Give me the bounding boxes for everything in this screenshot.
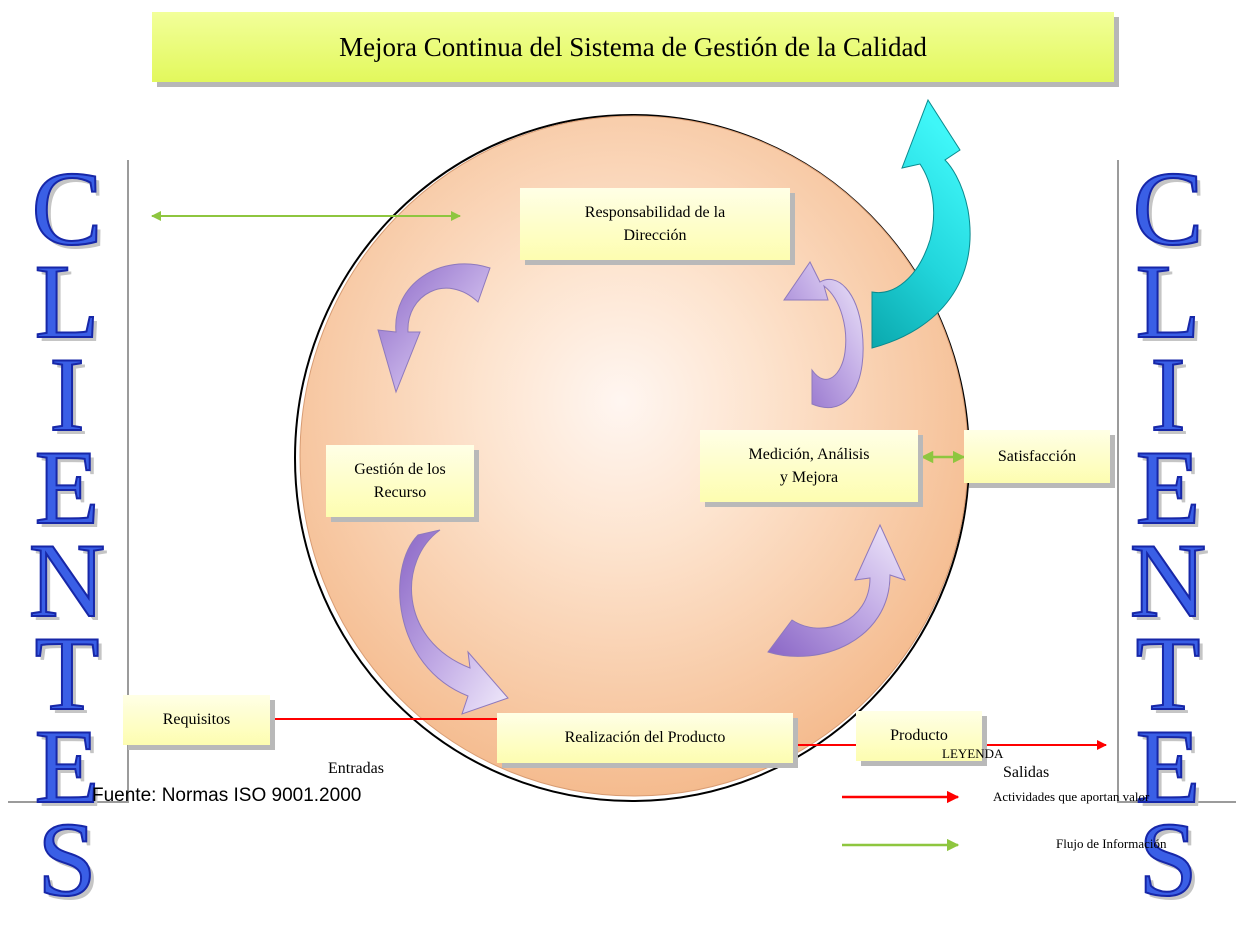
clientes-letter: T — [34, 615, 101, 732]
clientes-letter: E — [1135, 429, 1202, 546]
clientes-letter: C — [1132, 150, 1205, 267]
label-salidas: Salidas — [1003, 764, 1050, 781]
cycle-arrow-left — [399, 529, 509, 715]
clientes-left-bracket — [8, 160, 129, 803]
cycle-arrow-right — [783, 261, 864, 409]
clientes-letter: T — [1135, 615, 1202, 732]
clientes-letter: L — [1135, 243, 1202, 360]
clientes-letter: N — [1129, 522, 1208, 639]
legend-value-label: Actividades que aportan valor — [993, 789, 1150, 804]
clientes-right-bracket — [1117, 160, 1236, 803]
clientes-letter: E — [1135, 708, 1202, 825]
clientes-letter: I — [48, 336, 85, 453]
box-medicion: Medición, Análisis y Mejora — [700, 430, 918, 502]
clientes-letter: L — [34, 243, 101, 360]
legend-info-label: Flujo de Información — [1056, 836, 1167, 851]
clientes-letter: I — [1149, 336, 1186, 453]
box-requisitos: Requisitos — [123, 695, 270, 745]
box-producto: Producto — [856, 711, 982, 761]
cycle-arrow-top-left — [377, 263, 491, 394]
clientes-letter: C — [31, 150, 104, 267]
clientes-right: C L I E N T E S — [1128, 150, 1208, 918]
box-realizacion: Realización del Producto — [497, 713, 793, 763]
source-note: Fuente: Normas ISO 9001.2000 — [92, 785, 362, 806]
cycle-arrow-bottom-right — [767, 523, 906, 657]
diagram-title: Mejora Continua del Sistema de Gestión d… — [339, 31, 927, 62]
box-gestion-recursos: Gestión de los Recurso — [326, 445, 474, 517]
clientes-letter: S — [1138, 801, 1199, 918]
box-satisfaccion: Satisfacción — [964, 430, 1110, 483]
clientes-letter: N — [28, 522, 107, 639]
clientes-letter: S — [37, 801, 98, 918]
label-entradas: Entradas — [328, 760, 384, 777]
clientes-left: C L I E N T E S — [27, 150, 107, 918]
title-banner: Mejora Continua del Sistema de Gestión d… — [152, 12, 1114, 82]
legend-title: LEYENDA — [942, 746, 1004, 761]
improvement-arrow — [871, 98, 971, 349]
clientes-letter: E — [34, 429, 101, 546]
clientes-letter: E — [34, 708, 101, 825]
box-responsabilidad: Responsabilidad de la Dirección — [520, 188, 790, 260]
